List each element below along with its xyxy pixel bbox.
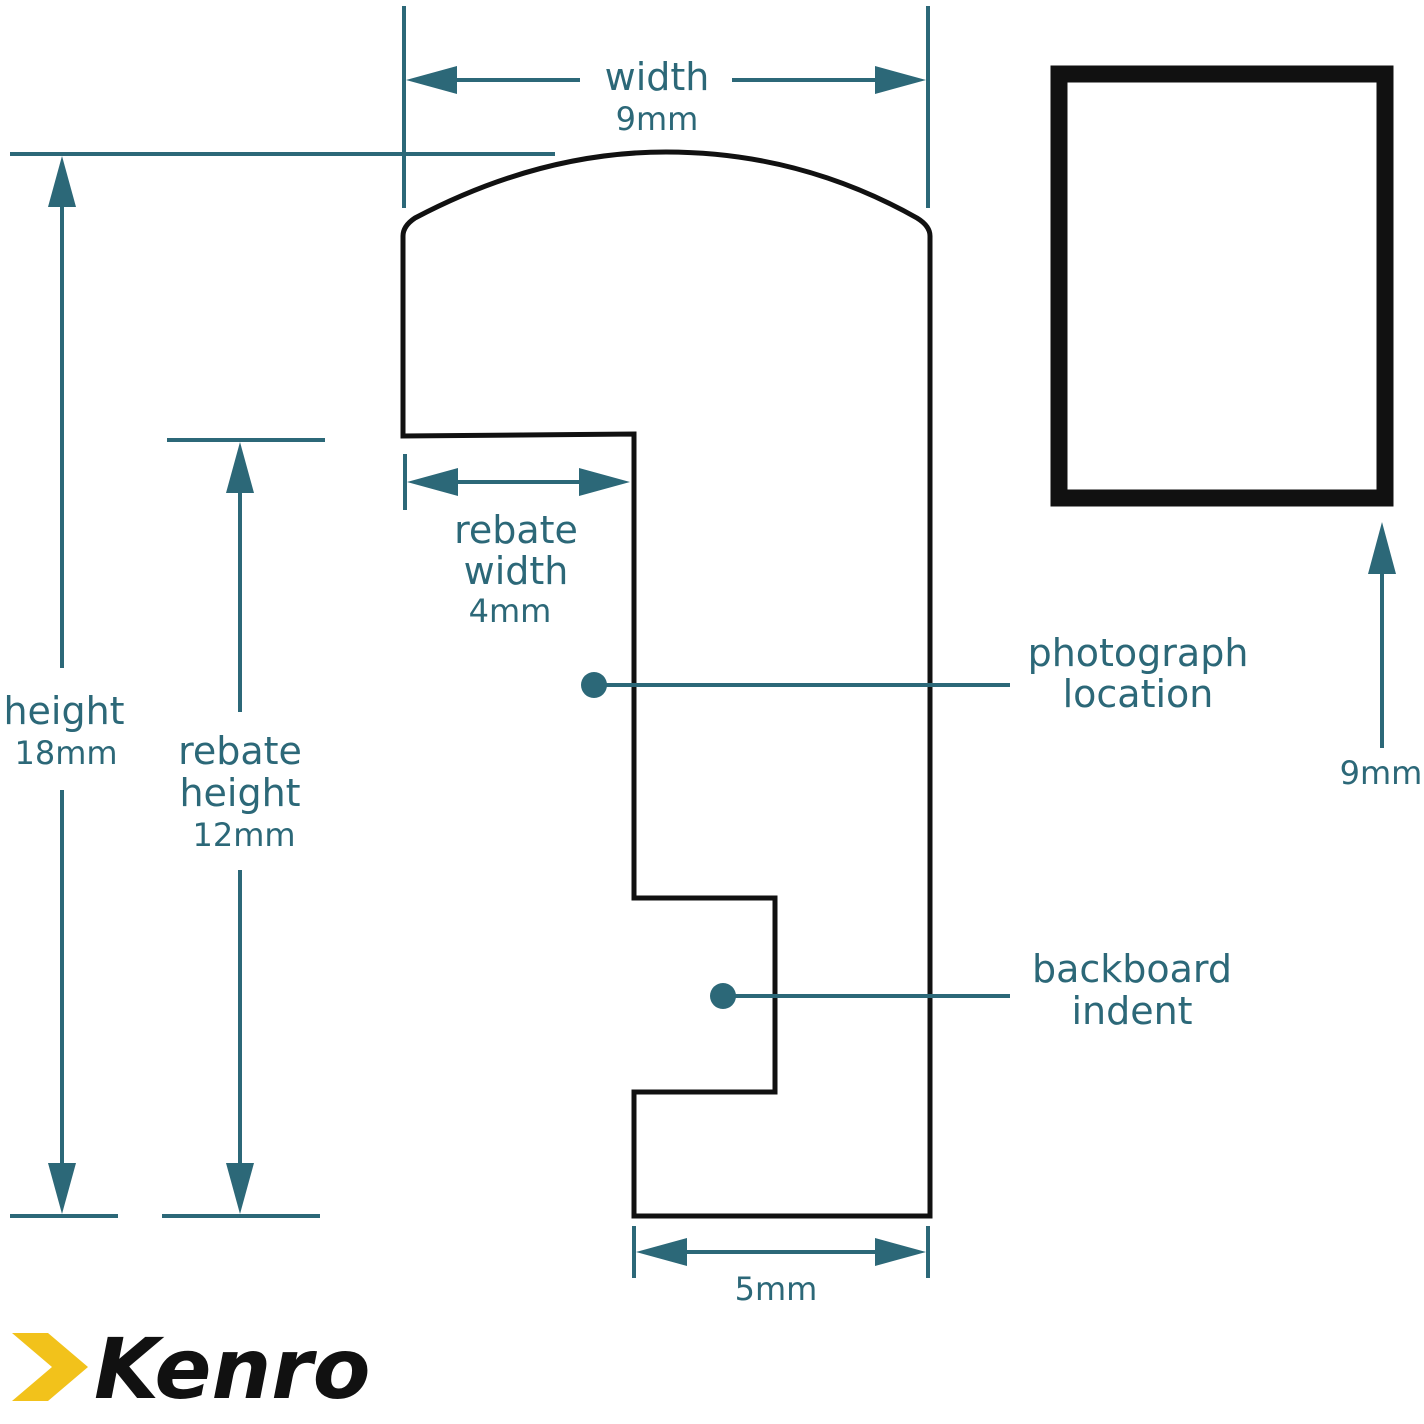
logo-wordmark: Kenro	[94, 1320, 370, 1418]
rebate-width-label-2: width	[464, 549, 569, 593]
rebate-width-arrow-left	[407, 468, 458, 496]
backboard-callout: backboard indent	[710, 947, 1232, 1033]
width-arrow-left	[406, 66, 457, 94]
rebate-height-label-2: height	[179, 771, 300, 815]
rebate-width-value: 4mm	[469, 592, 552, 630]
frame-front-view: 9mm	[1050, 65, 1423, 792]
moulding-profile-outline	[400, 149, 933, 1219]
photograph-label-1: photograph	[1028, 631, 1249, 675]
rebate-height-arrow-up	[226, 442, 254, 493]
rebate-width-arrow-right	[579, 468, 630, 496]
depth-arrow-up	[1368, 522, 1396, 574]
rebate-height-value: 12mm	[192, 816, 295, 854]
width-value: 9mm	[616, 100, 699, 138]
height-value: 18mm	[14, 734, 117, 772]
bottom-arrow-right	[875, 1238, 926, 1266]
backboard-label-2: indent	[1071, 989, 1192, 1033]
width-dimension: width 9mm	[402, 6, 930, 208]
rebate-width-dimension: rebate width 4mm	[403, 454, 630, 630]
height-arrow-up	[48, 156, 76, 207]
photograph-label-2: location	[1063, 672, 1214, 716]
width-arrow-right	[875, 66, 926, 94]
frame-front-rect	[1050, 65, 1394, 507]
height-dimension: height 18mm	[3, 152, 555, 1218]
height-label: height	[3, 689, 124, 733]
bottom-arrow-left	[636, 1238, 687, 1266]
backboard-label-1: backboard	[1032, 947, 1232, 991]
width-label: width	[605, 55, 710, 99]
rebate-height-dimension: rebate height 12mm	[162, 438, 325, 1218]
bottom-width-dimension: 5mm	[632, 1226, 930, 1308]
logo-chevron	[12, 1333, 88, 1401]
rebate-height-arrow-down	[226, 1163, 254, 1214]
bottom-width-value: 5mm	[735, 1270, 818, 1308]
depth-value: 9mm	[1340, 754, 1423, 792]
kenro-logo: Kenro	[12, 1320, 370, 1418]
rebate-width-label-1: rebate	[454, 508, 578, 552]
height-arrow-down	[48, 1163, 76, 1214]
rebate-height-label-1: rebate	[178, 729, 302, 773]
photograph-callout: photograph location	[581, 631, 1248, 716]
